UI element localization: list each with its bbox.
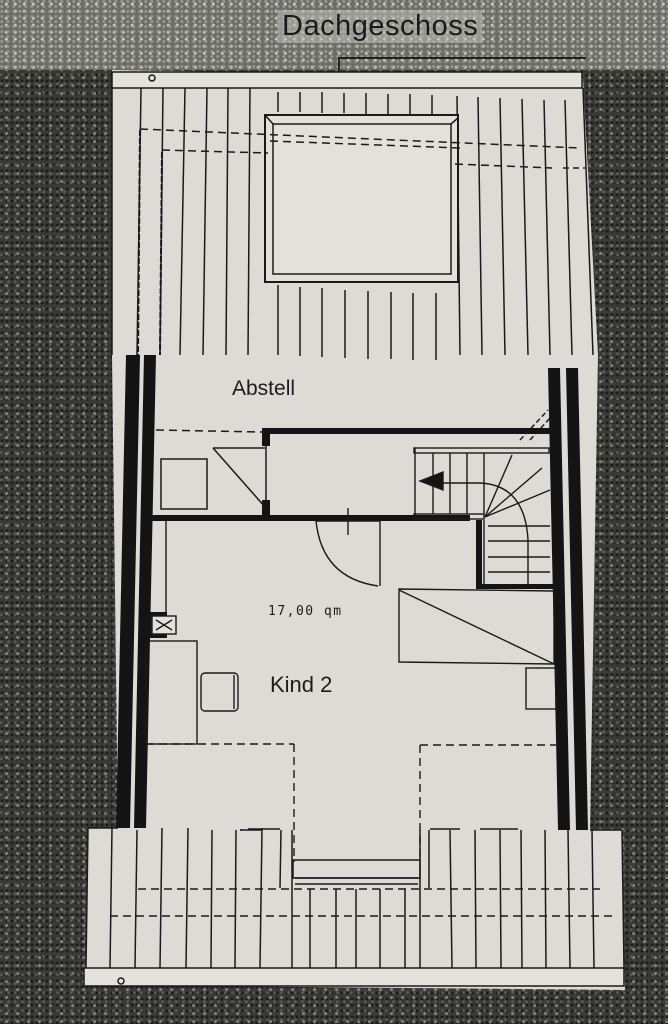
- kind2-details: [145, 508, 557, 862]
- abstell-details: [155, 409, 551, 510]
- staircase: [413, 447, 551, 585]
- title-underline: [338, 57, 586, 59]
- title-tick: [338, 57, 340, 77]
- room-label-abstell: Abstell: [232, 377, 296, 400]
- stair-direction-arrow-icon: [418, 470, 444, 492]
- plan-title: Dachgeschoss: [278, 10, 483, 43]
- paper-sheet: [86, 70, 625, 990]
- room-area-kind2: 17,00 qm: [268, 604, 343, 619]
- room-label-kind2: Kind 2: [270, 672, 333, 697]
- storage-box: [160, 458, 208, 510]
- roof-top: [111, 71, 594, 360]
- roof-bottom: [83, 827, 625, 987]
- nightstand: [525, 667, 557, 710]
- desk: [145, 640, 198, 745]
- chair: [200, 672, 239, 712]
- door-swing: [315, 520, 379, 587]
